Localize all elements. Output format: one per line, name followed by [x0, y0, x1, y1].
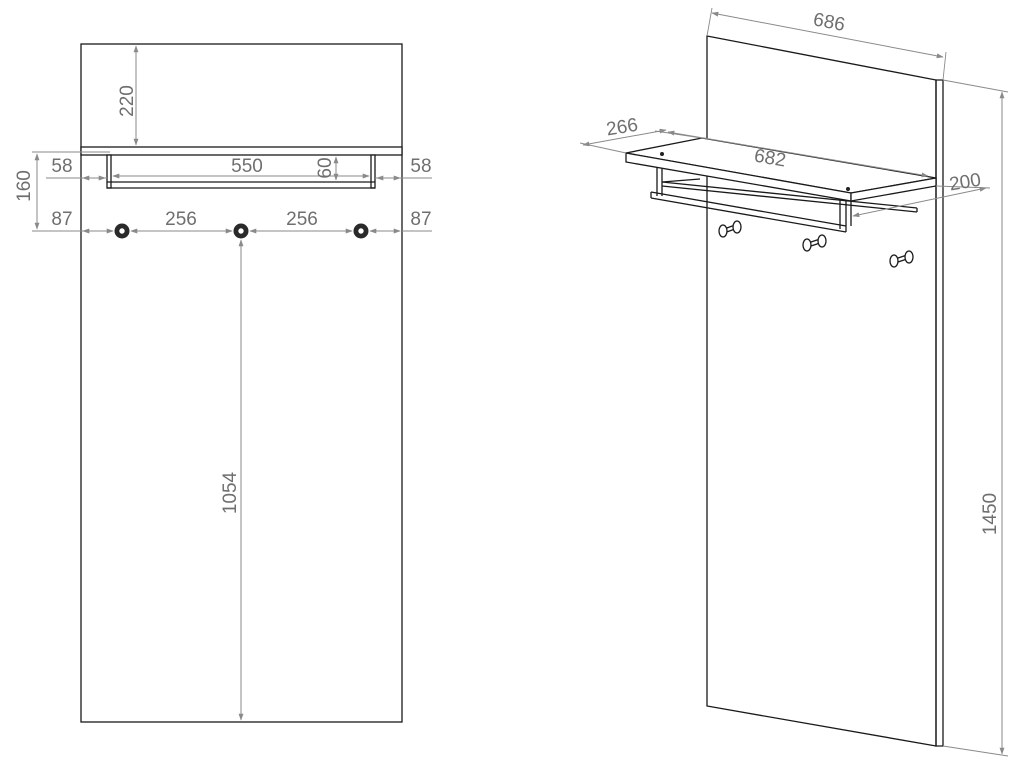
front-hook-right [353, 223, 369, 239]
dim-shelf-depth: 266 [579, 115, 703, 154]
front-hook-center [233, 223, 249, 239]
dim-top-to-shelf: 220 [117, 45, 139, 146]
dim-shelf-depth-label: 266 [605, 115, 640, 141]
dim-total-rail-height: 160 [14, 151, 110, 232]
iso-panel-side [935, 79, 944, 747]
dim-right-rail-offset-label: 58 [410, 156, 431, 177]
front-hook-left [114, 223, 130, 239]
dim-rail-depth-iso-label: 200 [948, 170, 983, 196]
dim-panel-height: 1450 [942, 79, 1009, 757]
dim-left-hook-offset: 87 [51, 209, 114, 234]
dim-rail-depth: 60 [315, 156, 339, 181]
iso-hook-left [718, 220, 742, 238]
dim-total-rail-height-label: 160 [14, 170, 35, 202]
dim-hook-spacing-1-label: 256 [165, 209, 197, 230]
dim-rail-depth-iso: 200 [852, 170, 991, 218]
front-panel-outline [80, 43, 403, 723]
iso-panel-front [706, 35, 937, 747]
dim-hook-spacing-1: 256 [130, 209, 233, 234]
dim-panel-height-label: 1450 [980, 493, 1001, 535]
dim-left-hook-offset-label: 87 [51, 209, 72, 230]
dim-left-rail-offset-label: 58 [51, 156, 72, 177]
dim-right-rail-offset: 58 [376, 156, 432, 181]
dim-left-rail-offset: 58 [51, 156, 106, 181]
dim-hook-height: 1054 [220, 239, 244, 721]
iso-view: 686 266 682 200 1450 [579, 7, 1009, 757]
dim-right-hook-offset: 87 [369, 209, 432, 234]
dim-hook-height-label: 1054 [220, 471, 241, 514]
dim-panel-width-label: 686 [811, 9, 846, 36]
front-hanger-rail [106, 154, 376, 189]
iso-hook-center [802, 234, 827, 252]
dim-rail-width-label: 550 [231, 156, 263, 177]
dim-top-to-shelf-label: 220 [117, 85, 138, 117]
dim-rail-depth-label: 60 [315, 157, 336, 178]
dim-hook-spacing-2-label: 256 [286, 209, 318, 230]
front-shelf [80, 146, 403, 156]
dim-hook-spacing-2: 256 [249, 209, 353, 234]
front-view: 220 160 58 550 60 58 [14, 43, 432, 723]
iso-hook-right [889, 250, 914, 268]
dim-right-hook-offset-label: 87 [410, 209, 431, 230]
dim-panel-width: 686 [706, 7, 947, 81]
dim-rail-width: 550 [112, 156, 370, 179]
